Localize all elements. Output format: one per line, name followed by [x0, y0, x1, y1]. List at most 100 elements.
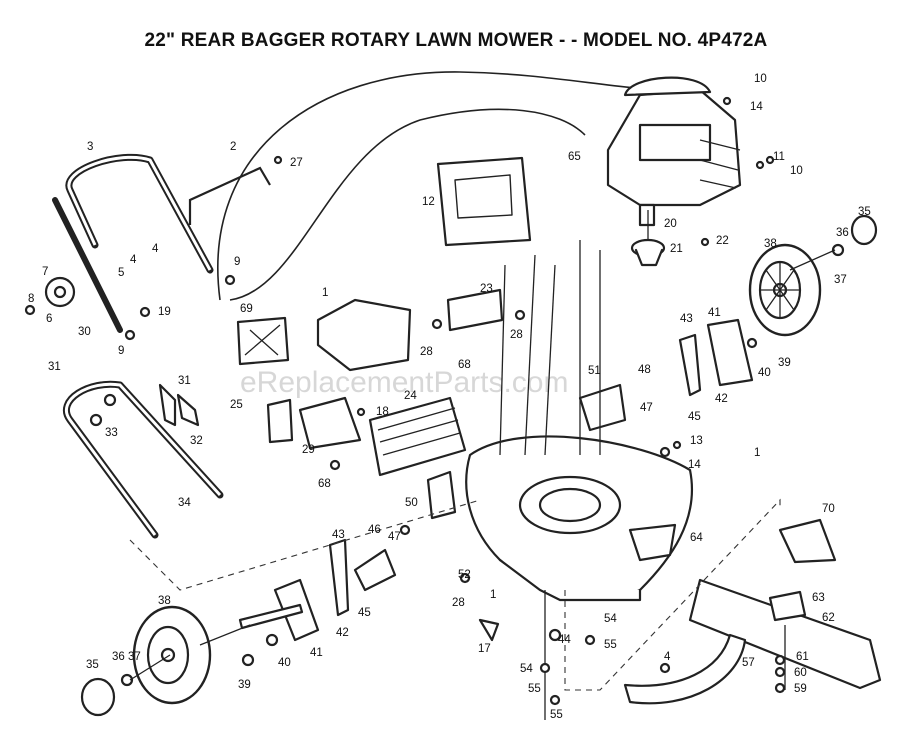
part-number-label: 7 [42, 266, 48, 278]
part-number-label: 44 [558, 634, 571, 646]
rear-baffle-left [266, 398, 294, 444]
rear-skirt [368, 396, 467, 477]
part-number-label: 40 [278, 657, 291, 669]
part-number-label: 68 [318, 478, 331, 490]
upper-handle-inner [67, 155, 212, 271]
height-lever-right [678, 333, 702, 397]
lower-handle-inner [65, 382, 222, 536]
part-number-label: 55 [604, 639, 617, 651]
part-number-label: 68 [458, 359, 471, 371]
part-number-label: 57 [742, 657, 755, 669]
assembly-outline-2 [129, 499, 481, 591]
part-number-label: 28 [510, 329, 523, 341]
part-number-label: 69 [240, 303, 253, 315]
part-number-label: 40 [758, 367, 771, 379]
part-number-label: 24 [404, 390, 417, 402]
part-number-label: 20 [664, 218, 677, 230]
warning-decal [236, 316, 290, 366]
detent-plate-right [578, 383, 627, 432]
part-number-label: 33 [105, 427, 118, 439]
part-number-label: 4 [130, 254, 137, 266]
part-number-label: 8 [28, 293, 34, 305]
part-number-label: 4 [152, 243, 159, 255]
side-baffle [623, 633, 747, 705]
part-number-label: 4 [664, 651, 671, 663]
mower-deck [465, 435, 693, 602]
rear-door-bracket [446, 288, 504, 332]
lower-handle [63, 380, 224, 539]
part-number-label: 23 [480, 283, 493, 295]
part-number-label: 62 [822, 612, 835, 624]
washer-right [831, 243, 845, 257]
part-number-label: 42 [715, 393, 728, 405]
part-number-label: 54 [520, 663, 533, 675]
part-number-label: 34 [178, 497, 191, 509]
part-number-label: 30 [78, 326, 91, 338]
part-number-label: 35 [86, 659, 99, 671]
part-number-label: 31 [48, 361, 61, 373]
part-number-label: 17 [478, 643, 491, 655]
hubcap-right [850, 214, 878, 246]
part-number-label: 45 [688, 411, 701, 423]
part-number-label: 65 [568, 151, 581, 163]
part-number-label: 42 [336, 627, 349, 639]
part-number-label: 21 [670, 243, 683, 255]
part-number-label: 32 [190, 435, 203, 447]
handle-bracket-2 [176, 393, 200, 427]
part-number-label: 60 [794, 667, 807, 679]
part-number-label: 63 [812, 592, 825, 604]
height-lever-left [328, 538, 350, 617]
assembly-outline [564, 498, 781, 691]
part-number-label: 55 [528, 683, 541, 695]
part-number-label: 64 [690, 532, 703, 544]
height-adjuster-right [706, 318, 754, 387]
part-number-label: 1 [754, 447, 760, 459]
handle-knob [44, 276, 76, 308]
part-number-label: 3 [87, 141, 93, 153]
part-number-label: 29 [302, 444, 315, 456]
part-number-label: 43 [332, 529, 345, 541]
part-number-label: 1 [490, 589, 496, 601]
part-number-label: 10 [790, 165, 803, 177]
blade-adapter-top [630, 238, 666, 267]
hubcap-left [80, 677, 116, 717]
part-number-label: 28 [452, 597, 465, 609]
upper-handle [65, 153, 214, 274]
part-number-label: 14 [688, 459, 701, 471]
part-number-label: 38 [158, 595, 171, 607]
watermark: eReplacementParts.com [240, 366, 568, 399]
part-number-label: 14 [750, 101, 763, 113]
part-number-label: 41 [310, 647, 323, 659]
part-number-label: 27 [290, 157, 303, 169]
part-number-label: 25 [230, 399, 243, 411]
rear-hinge-bracket [426, 470, 457, 520]
part-number-label: 39 [778, 357, 791, 369]
discharge-chute [316, 298, 412, 372]
leader-lines [129, 210, 836, 720]
baffle-70 [778, 518, 837, 564]
part-number-label: 45 [358, 607, 371, 619]
part-number-label: 6 [46, 313, 52, 325]
part-number-label: 37 [128, 651, 141, 663]
part-number-label: 28 [420, 346, 433, 358]
part-number-label: 43 [680, 313, 693, 325]
part-number-label: 50 [405, 497, 418, 509]
engine [606, 76, 742, 227]
axle-left [238, 603, 304, 630]
part-number-label: 35 [858, 206, 871, 218]
fasteners [24, 96, 786, 706]
control-cable [229, 108, 586, 301]
part-number-label: 47 [388, 531, 401, 543]
blade-adapter [768, 590, 807, 622]
part-number-label: 70 [822, 503, 835, 515]
diagram-title: 22" REAR BAGGER ROTARY LAWN MOWER - - MO… [144, 30, 768, 51]
part-number-label: 19 [158, 306, 171, 318]
part-number-label: 47 [640, 402, 653, 414]
part-number-label: 41 [708, 307, 721, 319]
part-number-label: 18 [376, 406, 389, 418]
part-number-label: 51 [588, 365, 601, 377]
part-number-label: 52 [458, 569, 471, 581]
part-number-label: 39 [238, 679, 251, 691]
